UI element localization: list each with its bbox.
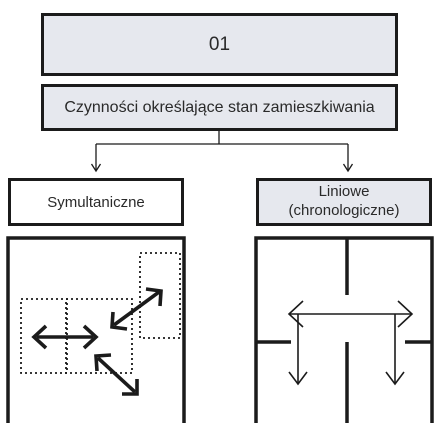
connector-arrowhead-right	[342, 163, 354, 173]
simultaneous-label-box: Symultaniczne	[8, 178, 184, 226]
double-arrow-diagonal-up	[110, 287, 163, 331]
subtitle-label: Czynności określające stan zamieszkiwani…	[64, 98, 375, 116]
connector-arrowhead-left	[90, 163, 102, 173]
down-arrow-left	[288, 314, 308, 386]
simultaneous-room	[6, 236, 186, 423]
double-arrow-diagonal-down	[94, 353, 139, 396]
subtitle-box: Czynności określające stan zamieszkiwani…	[41, 84, 398, 131]
branch-connector	[95, 131, 349, 170]
dotted-zone-3	[139, 252, 181, 339]
linear-double-arrow	[287, 300, 414, 328]
simultaneous-label: Symultaniczne	[47, 193, 145, 211]
double-arrow-horizontal	[31, 324, 99, 350]
number-box: 01	[41, 13, 398, 76]
down-arrow-right	[385, 314, 405, 386]
linear-label-box: Liniowe (chronologiczne)	[256, 178, 432, 226]
linear-room	[254, 236, 434, 423]
linear-label-line1: Liniowe	[318, 183, 370, 201]
number-label: 01	[208, 33, 231, 55]
linear-label-line2: (chronologiczne)	[288, 202, 400, 219]
